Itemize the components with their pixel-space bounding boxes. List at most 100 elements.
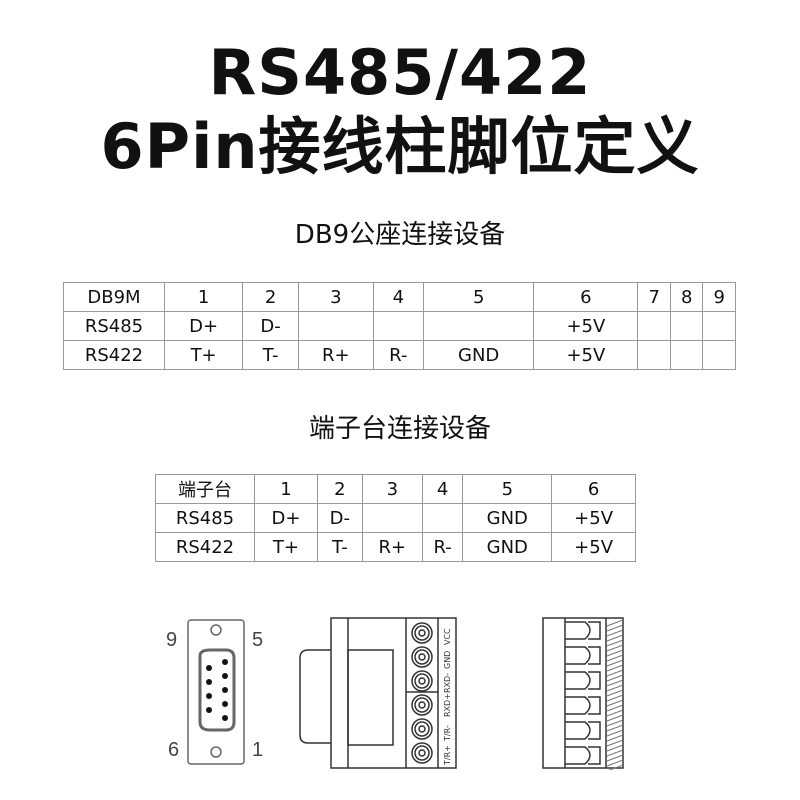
table-cell: D+: [254, 503, 318, 533]
table-cell: 6: [551, 474, 636, 504]
screw-icon: [414, 745, 430, 761]
screw-icon: [414, 721, 430, 737]
table-cell: 1: [254, 474, 318, 504]
terminal-slot: [565, 696, 601, 715]
row-header-cell: RS422: [63, 340, 165, 370]
table-cell: 2: [316, 474, 363, 504]
table-cell: 4: [372, 282, 424, 312]
screw-icon: [418, 701, 426, 709]
terminal-heading: 端子台连接设备: [308, 414, 491, 444]
table-cell: R+: [297, 340, 374, 370]
table-cell: T+: [254, 532, 318, 562]
terminal-label: GND: [443, 651, 452, 669]
terminal-block-front-diagram: [542, 617, 624, 770]
terminal-label: VCC: [443, 628, 452, 645]
row-header-cell: 端子台: [155, 474, 255, 504]
table-cell: GND: [422, 340, 535, 370]
table-cell: [669, 311, 704, 341]
screw-icon: [418, 629, 426, 637]
table-cell: [361, 503, 423, 533]
screw-icon: [418, 677, 426, 685]
table-cell: 5: [462, 474, 553, 504]
table-cell: 3: [361, 474, 423, 504]
table-cell: R-: [372, 340, 424, 370]
table-cell: +5V: [533, 311, 639, 341]
terminal-slot: [565, 621, 601, 640]
pin-label-1: 1: [252, 739, 263, 761]
terminal-block-side-diagram: T/R+ T/R- RXD+RXD- GND VCC: [299, 617, 457, 769]
terminal-label: T/R+: [443, 745, 452, 766]
table-cell: GND: [462, 503, 553, 533]
screw-icon: [414, 673, 430, 689]
table-cell: [637, 340, 671, 370]
pin-label-6: 6: [168, 739, 179, 761]
table-cell: 1: [163, 282, 244, 312]
row-header-cell: RS422: [155, 532, 255, 562]
screw-icon: [411, 742, 433, 764]
terminal-slot: [565, 671, 601, 690]
table-cell: 3: [297, 282, 374, 312]
terminal-slot: [565, 646, 601, 665]
pin-label-5: 5: [252, 629, 263, 651]
table-cell: R-: [421, 532, 464, 562]
table-cell: T-: [242, 340, 299, 370]
row-header-cell: RS485: [63, 311, 165, 341]
table-cell: [421, 503, 464, 533]
db9-heading: DB9公座连接设备: [294, 220, 506, 250]
table-cell: GND: [462, 532, 553, 562]
table-cell: [297, 311, 374, 341]
table-cell: [702, 340, 736, 370]
table-cell: 5: [422, 282, 535, 312]
table-cell: D-: [242, 311, 299, 341]
screw-icon: [411, 622, 433, 644]
table-cell: 8: [669, 282, 704, 312]
table-cell: +5V: [533, 340, 639, 370]
table-cell: 7: [637, 282, 671, 312]
screw-icon: [411, 646, 433, 668]
table-cell: T-: [316, 532, 363, 562]
db9-connector-diagram: 9 5 6 1: [166, 619, 263, 765]
table-cell: [702, 311, 736, 341]
terminal-slot: [565, 746, 601, 765]
pin-label-9: 9: [166, 629, 177, 651]
table-cell: D-: [316, 503, 363, 533]
terminal-label: RXD+: [443, 693, 452, 717]
table-cell: R+: [361, 532, 423, 562]
screw-icon: [418, 749, 426, 757]
table-cell: 6: [533, 282, 639, 312]
table-cell: 2: [242, 282, 299, 312]
screw-icon: [418, 725, 426, 733]
screw-icon: [418, 653, 426, 661]
screw-icon: [414, 625, 430, 641]
terminal-slot: [565, 721, 601, 740]
screw-icon: [414, 649, 430, 665]
screw-icon: [414, 697, 430, 713]
table-cell: D+: [163, 311, 244, 341]
table-cell: [422, 311, 535, 341]
table-cell: +5V: [551, 503, 636, 533]
table-cell: 4: [421, 474, 464, 504]
table-cell: [669, 340, 704, 370]
row-header-cell: DB9M: [63, 282, 165, 312]
table-cell: [372, 311, 424, 341]
title-line2: 6Pin接线柱脚位定义: [100, 110, 700, 183]
terminal-label: RXD-: [443, 673, 452, 693]
row-header-cell: RS485: [155, 503, 255, 533]
table-cell: [637, 311, 671, 341]
table-cell: +5V: [551, 532, 636, 562]
table-cell: 9: [702, 282, 736, 312]
table-cell: T+: [163, 340, 244, 370]
screw-icon: [411, 694, 433, 716]
screw-icon: [411, 718, 433, 740]
terminal-label: T/R-: [443, 725, 452, 742]
screw-icon: [411, 670, 433, 692]
